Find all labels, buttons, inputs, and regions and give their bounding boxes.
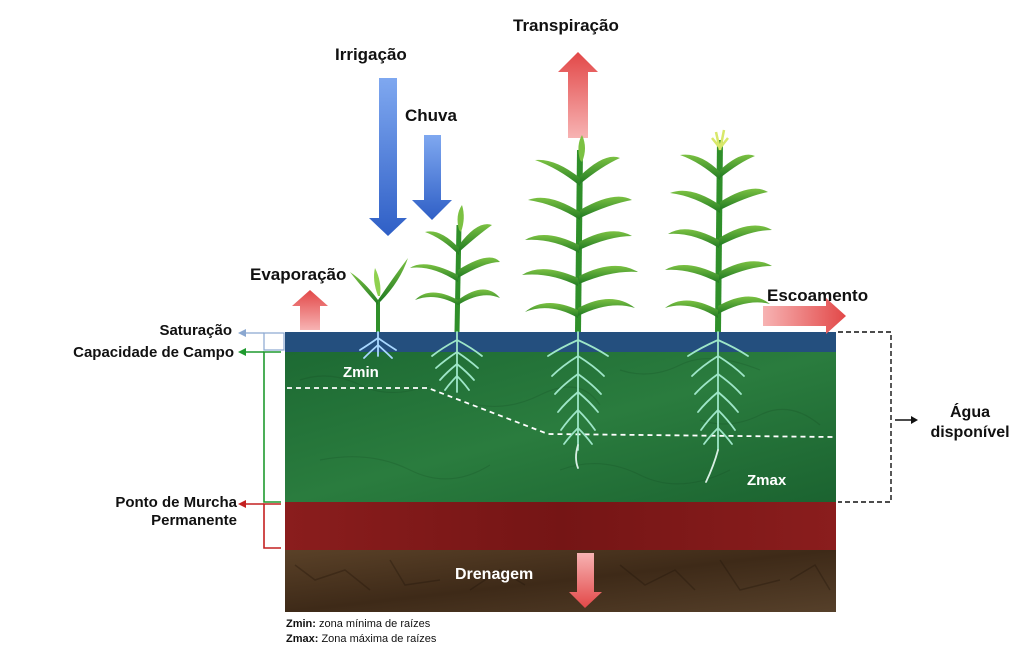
young-corn-plant-icon — [410, 205, 500, 333]
available-water-line-2: disponível — [930, 424, 1010, 441]
tasseled-plant-roots — [687, 331, 749, 483]
saturation-band — [285, 332, 836, 352]
legend-zmax: Zmax: Zona máxima de raízes — [286, 632, 436, 647]
legend-zmax-text: Zona máxima de raízes — [318, 633, 437, 645]
wilting-bracket — [263, 503, 281, 549]
rain-arrow-icon — [412, 135, 452, 220]
available-water-label: Água disponível — [920, 403, 1020, 443]
legend-zmin-key: Zmin: — [286, 618, 316, 630]
wilting-pointer-icon — [238, 500, 246, 508]
legend: Zmin: zona mínima de raízes Zmax: Zona m… — [286, 617, 436, 647]
zmin-label: Zmin — [343, 364, 379, 381]
evaporation-label: Evaporação — [250, 265, 347, 284]
available-water-bracket — [838, 331, 892, 503]
available-water-band — [285, 352, 836, 502]
mature-plant-roots — [547, 331, 609, 469]
saturation-bracket — [263, 332, 285, 351]
deep-soil-band — [285, 550, 836, 612]
tasseled-corn-plant-icon — [665, 129, 772, 333]
field-capacity-label: Capacidade de Campo — [73, 344, 234, 361]
seedling-roots — [359, 331, 397, 359]
legend-zmax-key: Zmax: — [286, 633, 319, 645]
legend-zmin: Zmin: zona mínima de raízes — [286, 617, 436, 632]
irrigation-arrow-icon — [369, 78, 407, 236]
wilting-point-line-1: Ponto de Murcha — [115, 494, 237, 511]
field-capacity-pointer-icon — [238, 348, 246, 356]
young-plant-roots — [431, 331, 483, 393]
wilting-point-band — [285, 502, 836, 550]
runoff-arrow-icon — [763, 298, 846, 334]
seedling-plant-icon — [350, 258, 408, 332]
drainage-label: Drenagem — [455, 566, 534, 583]
available-water-line-1: Água — [950, 404, 990, 421]
irrigation-label: Irrigação — [335, 45, 407, 64]
soil-texture — [294, 559, 831, 591]
field-capacity-bracket — [263, 351, 281, 503]
mature-corn-plant-icon — [522, 135, 638, 333]
roots-group — [359, 331, 749, 483]
transpiration-arrow-icon — [558, 52, 598, 138]
drainage-arrow-icon — [569, 553, 602, 608]
available-water-pointer-icon — [911, 416, 918, 424]
legend-zmin-text: zona mínima de raízes — [315, 618, 431, 630]
evaporation-arrow-icon — [292, 290, 328, 330]
wilting-point-line-2: Permanente — [151, 512, 237, 529]
saturation-label: Saturação — [159, 322, 232, 339]
wilting-point-label: Ponto de Murcha Permanente — [115, 494, 237, 530]
left-brackets — [238, 329, 285, 549]
runoff-label: Escoamento — [767, 286, 869, 305]
saturation-pointer-icon — [238, 329, 246, 337]
zmax-label: Zmax — [747, 472, 787, 489]
rain-label: Chuva — [405, 106, 457, 125]
transpiration-label: Transpiração — [513, 16, 619, 35]
